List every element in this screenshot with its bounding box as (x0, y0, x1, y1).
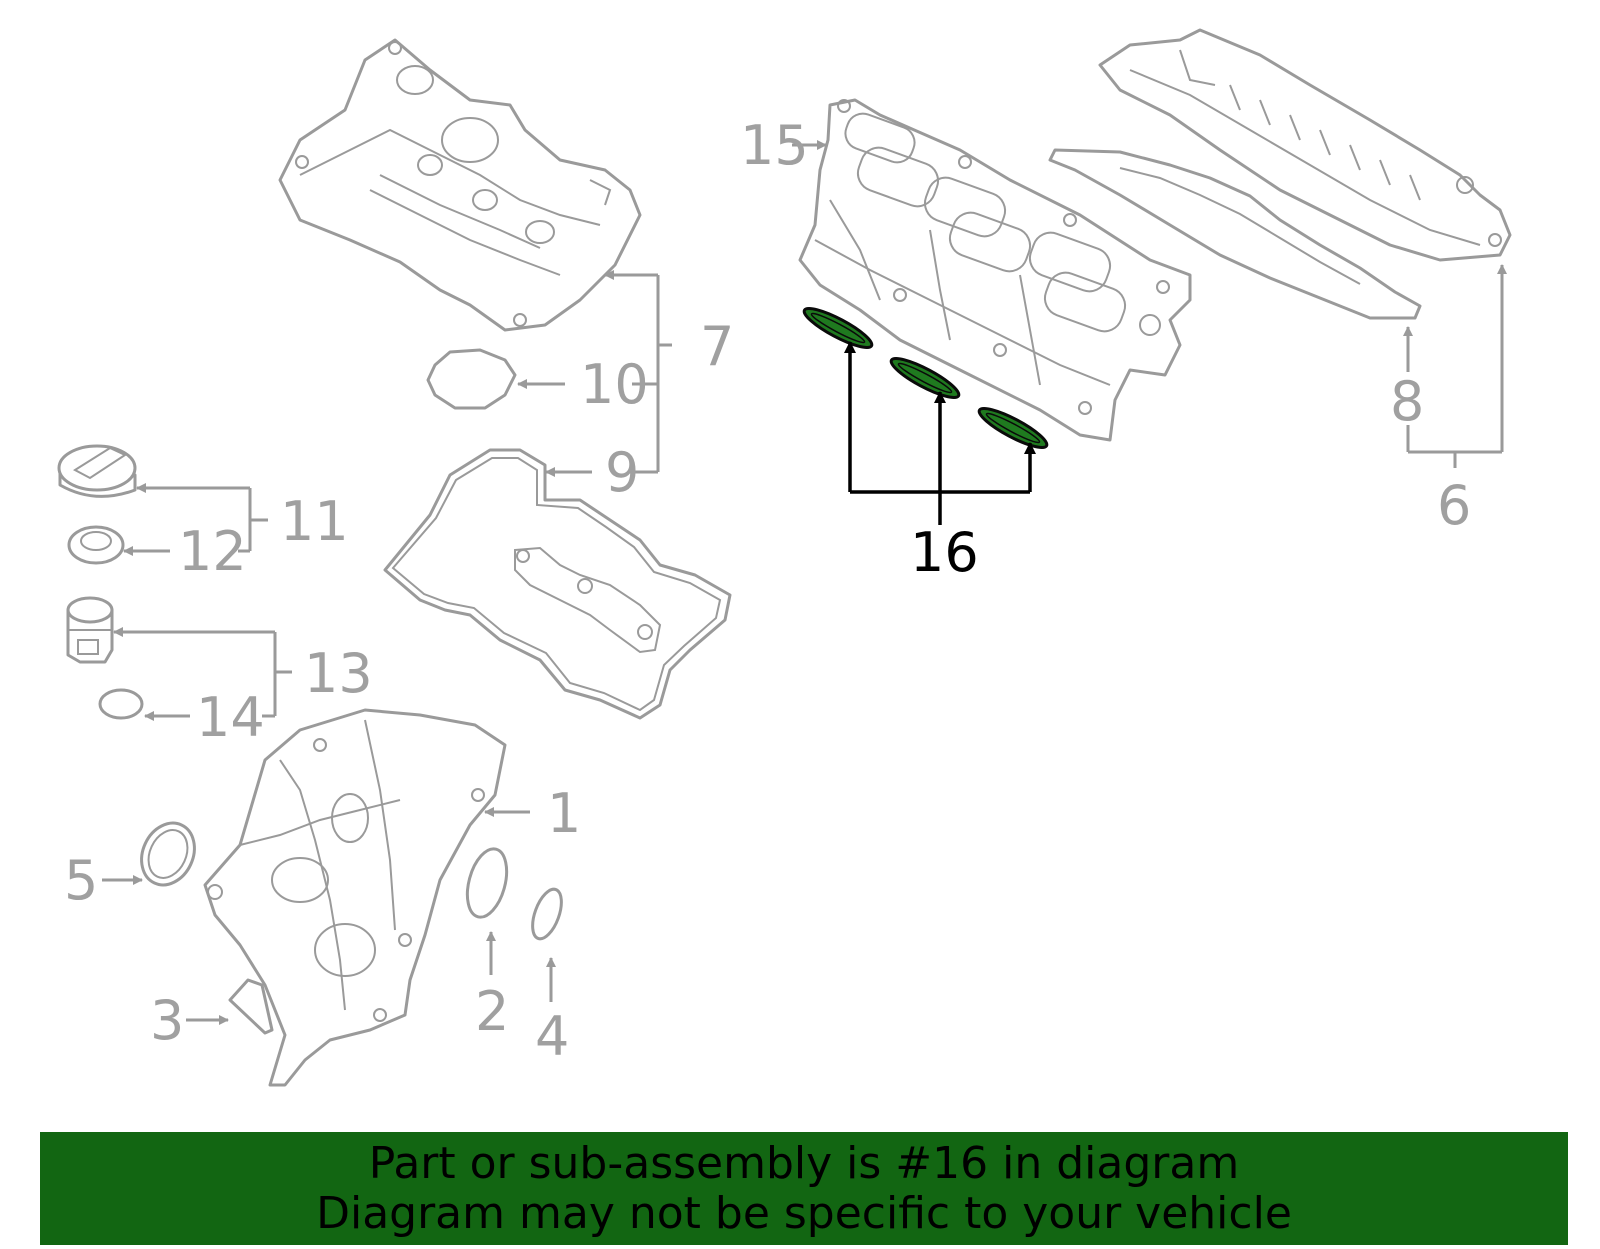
gasket-part-10 (426, 348, 517, 410)
o-ring-part-4 (531, 887, 563, 941)
info-banner: Part or sub-assembly is #16 in diagram D… (40, 1132, 1568, 1245)
callout-15: 15 (740, 114, 809, 177)
valve-cover-part-7 (278, 38, 642, 332)
manifold-gasket-inner (1119, 167, 1361, 285)
intake-manifold-upper-part-6 (1098, 28, 1512, 262)
callout-7: 7 (700, 315, 734, 378)
callout-10: 10 (580, 353, 649, 416)
manifold-gasket-part-8 (1048, 148, 1422, 320)
seal-part-5 (140, 821, 196, 887)
o-ring-part-14 (98, 688, 144, 720)
intake-manifold-part-15 (798, 98, 1192, 442)
banner-line-part-number: Part or sub-assembly is #16 in diagram (368, 1137, 1240, 1189)
callout-11: 11 (280, 490, 349, 553)
callout-4: 4 (535, 1005, 569, 1068)
timing-cover-part-1 (203, 708, 507, 1087)
pcv-valve-part-13 (66, 596, 114, 664)
banner-line-disclaimer: Diagram may not be specific to your vehi… (316, 1187, 1292, 1239)
callout-2: 2 (475, 980, 509, 1043)
callout-labels: 15 7 10 9 11 12 13 14 1 5 3 2 4 8 6 16 (64, 114, 1471, 1068)
leader-lines (102, 140, 1507, 1025)
callout-9: 9 (605, 441, 639, 504)
callout-13: 13 (304, 642, 373, 705)
callout-1: 1 (547, 782, 581, 845)
callout-14: 14 (196, 686, 265, 749)
callout-3: 3 (150, 989, 184, 1052)
highlighted-gaskets-part-16 (802, 306, 1049, 450)
gasket-16-c (977, 406, 1049, 450)
o-ring-part-2 (465, 847, 509, 919)
gasket-16-a (802, 306, 874, 350)
callout-6: 6 (1437, 474, 1471, 537)
callout-12: 12 (178, 520, 247, 583)
callout-8: 8 (1390, 370, 1424, 433)
callout-5: 5 (64, 849, 98, 912)
callout-16: 16 (910, 521, 979, 584)
cover-gasket-part-9 (383, 448, 732, 720)
gasket-16-b (889, 356, 961, 400)
exploded-parts-diagram: 15 7 10 9 11 12 13 14 1 5 3 2 4 8 6 16 (57, 28, 1512, 1087)
oil-cap-part-11 (57, 444, 137, 498)
gasket-part-3 (228, 978, 274, 1035)
cap-seal-part-12 (67, 525, 125, 565)
